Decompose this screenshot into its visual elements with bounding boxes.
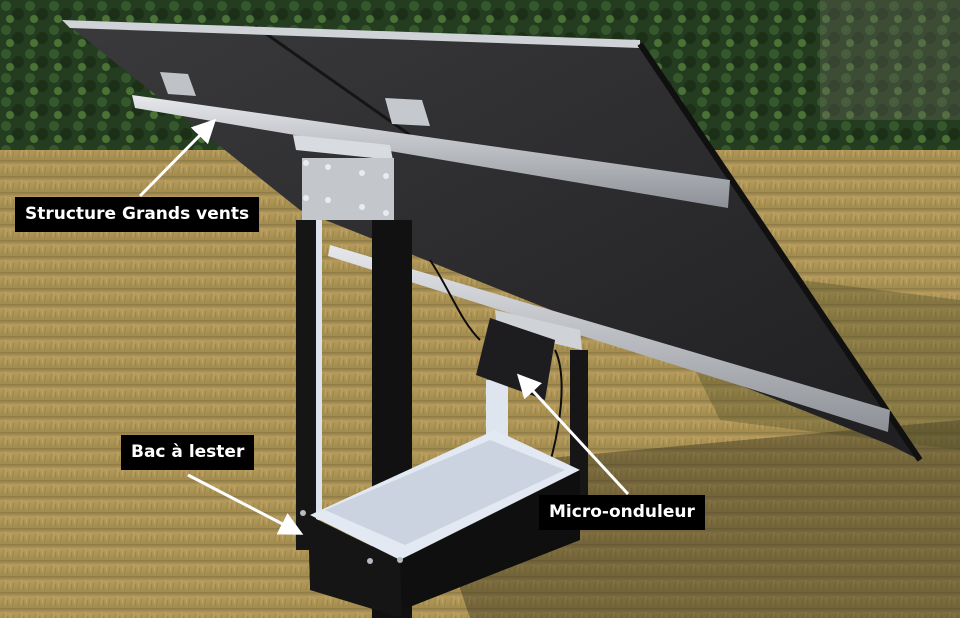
upper-rail	[132, 95, 730, 208]
ballast-box	[300, 430, 580, 618]
lower-rail	[328, 245, 890, 432]
label-micro-onduleur: Micro-onduleur	[539, 495, 705, 530]
label-structure-grands-vents: Structure Grands vents	[15, 197, 260, 232]
label-bac-a-lester: Bac à lester	[121, 435, 255, 470]
mount-bracket	[293, 135, 394, 220]
